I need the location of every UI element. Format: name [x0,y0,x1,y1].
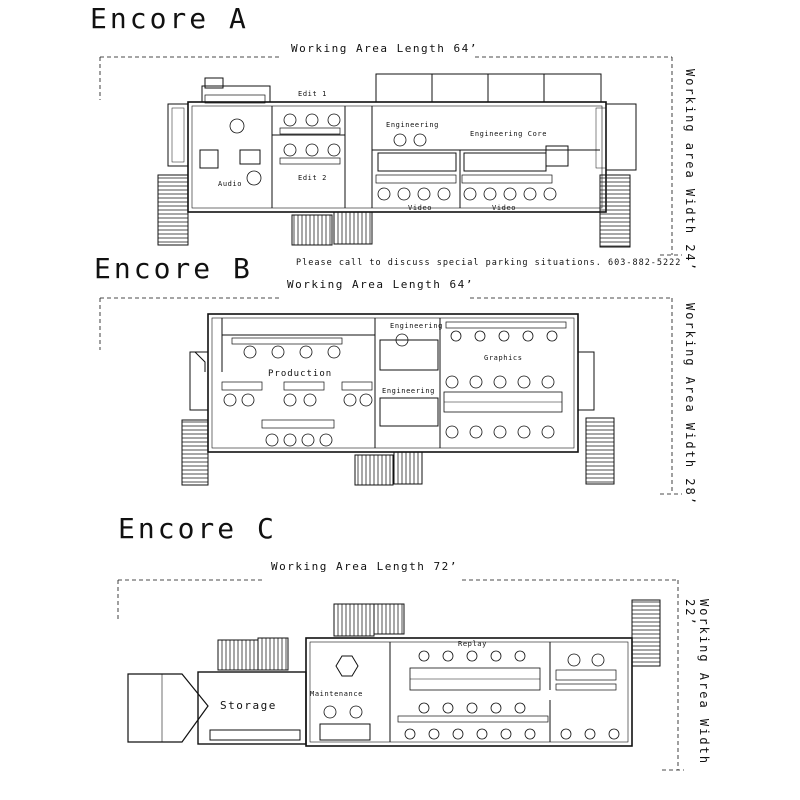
encore-c-length-label: Working Area Length 72’ [268,560,461,573]
parking-note: Please call to discuss special parking s… [296,258,682,268]
encore-c-maintenance-label: Maintenance [310,690,363,698]
encore-c-title: Encore C [118,512,277,545]
encore-b-plan [99,297,682,495]
encore-a-engineering-core-label: Engineering Core [470,130,547,138]
encore-a-width-label: Working area Width 24’ [683,66,697,275]
encore-b-production-label: Production [268,369,332,379]
encore-b-engineering-top-label: Engineering [390,322,443,330]
encore-c-replay-label: Replay [458,640,487,648]
encore-b-title: Encore B [94,252,253,285]
encore-b-length-label: Working Area Length 64’ [284,278,477,291]
encore-a-video-right-label: Video [492,204,516,212]
encore-a-plan [99,56,682,256]
encore-a-video-left-label: Video [408,204,432,212]
encore-c-width-label: Working Area Width 22’ [683,596,711,800]
encore-a-engineering-label: Engineering [386,121,439,129]
encore-a-edit1-label: Edit 1 [298,90,327,98]
encore-b-engineering-mid-label: Engineering [382,387,435,395]
encore-b-width-label: Working Area Width 28’ [683,300,697,509]
encore-b-graphics-label: Graphics [484,354,523,362]
encore-c-storage-label: Storage [220,699,277,712]
encore-a-edit2-label: Edit 2 [298,174,327,182]
encore-a-length-label: Working Area Length 64’ [288,42,481,55]
encore-a-title: Encore A [90,2,249,35]
encore-a-audio-label: Audio [218,180,242,188]
encore-c-plan [117,579,684,771]
